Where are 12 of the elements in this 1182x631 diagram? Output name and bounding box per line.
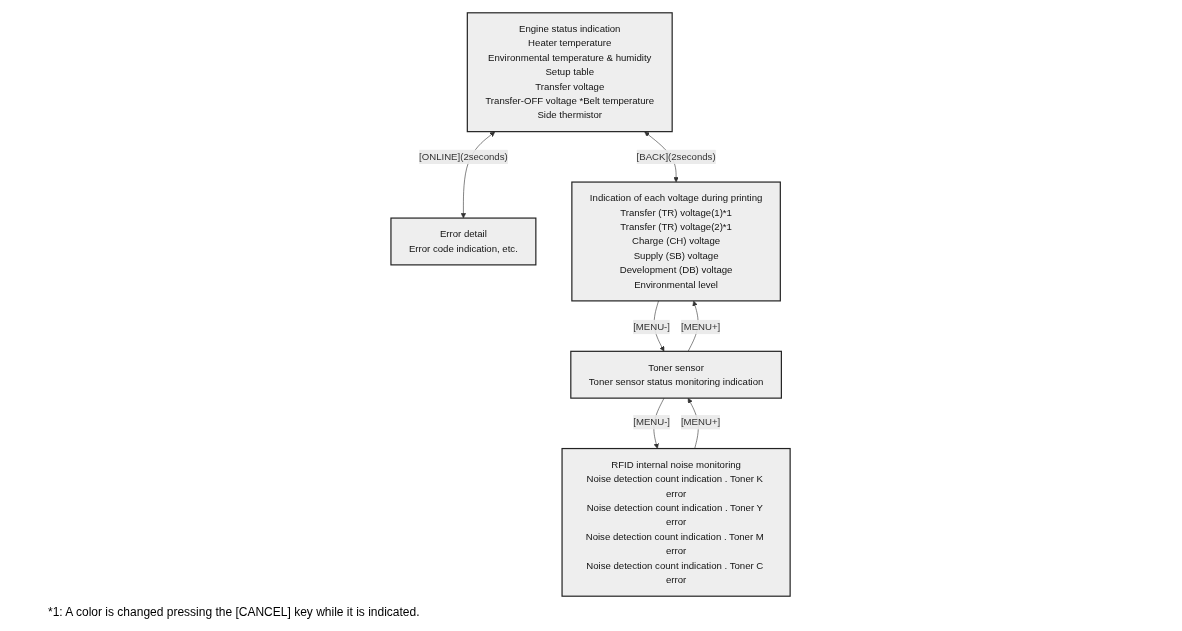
- edge-label: [MENU+]: [681, 416, 721, 428]
- footnote: *1: A color is changed pressing the [CANCEL] key while it is indicated.: [48, 605, 420, 619]
- node-box: RFID internal noise monitoring Noise detection count indication . Toner K error Noise detection count indication . Toner Y error Noise detection count indication . Toner M error Noise detection count indication . Toner C error: [561, 447, 792, 597]
- node-box: Toner sensor Toner sensor status monitoring indication: [570, 350, 783, 399]
- edge-label: [MENU+]: [681, 321, 721, 332]
- node-box: Indication of each voltage during printing Transfer (TR) voltage(1)*1 Transfer (TR) voltage(2)*1 Charge (CH) voltage Supply (SB) voltage Development (DB) voltage Environmental level: [571, 181, 782, 302]
- edge-label: [ONLINE](2seconds): [419, 151, 509, 162]
- node-box: Error detail Error code indication, etc.: [390, 217, 537, 266]
- edge-label: [MENU-]: [633, 321, 671, 332]
- edge-label: [BACK](2seconds): [637, 151, 717, 162]
- node-box: Engine status indication Heater temperature Environmental temperature & humidity Setup table Transfer voltage Transfer-OFF voltage *Belt temperature Side thermistor: [467, 12, 674, 133]
- edge-label: [MENU-]: [633, 416, 671, 428]
